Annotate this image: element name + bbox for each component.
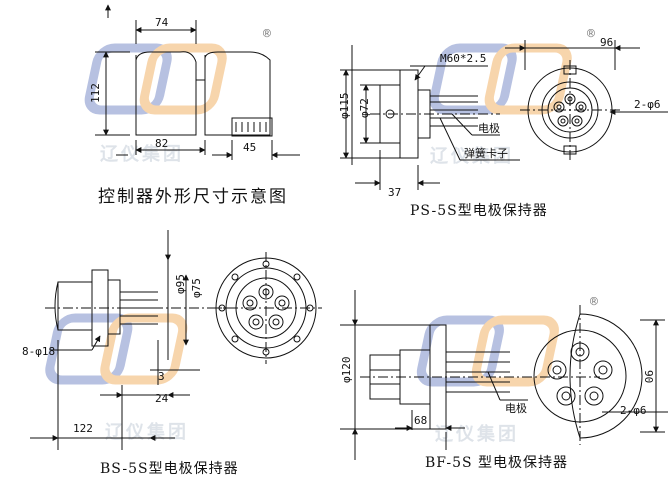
- dim-37: 37: [388, 186, 401, 199]
- caption-controller: 控制器外形尺寸示意图: [98, 187, 288, 207]
- controller-drawing: [95, 4, 300, 160]
- ps5s-side-view: [340, 45, 520, 190]
- dim-96: 96: [600, 36, 613, 49]
- dim-phi120: φ120: [340, 357, 353, 384]
- dim-112: 112: [89, 83, 102, 103]
- dim-3: 3: [158, 370, 165, 383]
- ps5s-front-view: [505, 40, 668, 160]
- dim-thread: M60*2.5: [440, 52, 486, 65]
- registered-mark: ®: [263, 27, 271, 42]
- label-bf-electrode: 电极: [505, 401, 527, 415]
- dim-ps-holes: 2-φ6: [634, 98, 661, 111]
- bf5s-front-view: [533, 305, 668, 445]
- svg-text:®: ®: [587, 27, 595, 42]
- bf5s-side-view: [340, 290, 600, 460]
- dim-45: 45: [243, 141, 256, 154]
- dim-74: 74: [155, 16, 169, 29]
- dim-90: 90: [642, 370, 655, 383]
- dim-bs-holes: 8-φ18: [22, 345, 55, 358]
- label-spring-clip: 弹簧卡子: [464, 146, 508, 160]
- caption-bs5s: BS-5S型电极保持器: [100, 461, 239, 477]
- caption-bf5s: BF-5S 型电极保持器: [425, 455, 569, 471]
- dim-24: 24: [155, 392, 169, 405]
- bs5s-side-view: [30, 230, 230, 450]
- bs5s-front-view: [210, 252, 322, 364]
- watermark-text: 辽仪集团: [100, 143, 184, 165]
- dim-bf-holes: 2-φ6: [620, 404, 647, 417]
- svg-text:辽仪集团: 辽仪集团: [430, 145, 514, 167]
- dim-68: 68: [414, 414, 427, 427]
- watermark-logo-1: 辽仪集团 ®: [84, 27, 271, 165]
- dim-122: 122: [73, 422, 93, 435]
- label-electrode: 电极: [478, 121, 500, 135]
- dim-phi75: φ75: [190, 278, 203, 298]
- dim-phi72: φ72: [358, 98, 371, 118]
- caption-ps5s: PS-5S型电极保持器: [410, 203, 548, 219]
- svg-text:®: ®: [590, 295, 598, 310]
- svg-text:辽仪集团: 辽仪集团: [105, 421, 189, 443]
- dim-phi95: φ95: [174, 274, 187, 294]
- svg-text:辽仪集团: 辽仪集团: [435, 423, 519, 445]
- dim-phi115: φ115: [338, 93, 351, 120]
- dim-82: 82: [155, 137, 168, 150]
